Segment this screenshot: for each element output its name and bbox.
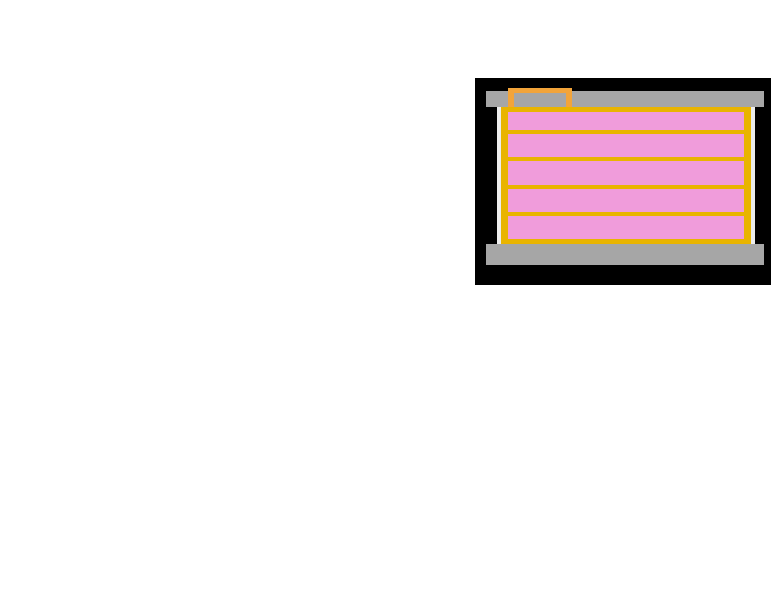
left-edge-gap [497,107,501,244]
bracket-top-bar [508,88,572,93]
layer-line-3 [508,185,744,189]
layer-line-2 [508,157,744,161]
right-edge-gap [751,107,755,244]
bracket-right-leg [566,88,572,107]
bottom-plate [486,244,764,265]
layer-line-4 [508,212,744,216]
top-plate [486,91,764,107]
layer-line-1 [508,130,744,134]
bracket-left-leg [508,88,514,107]
